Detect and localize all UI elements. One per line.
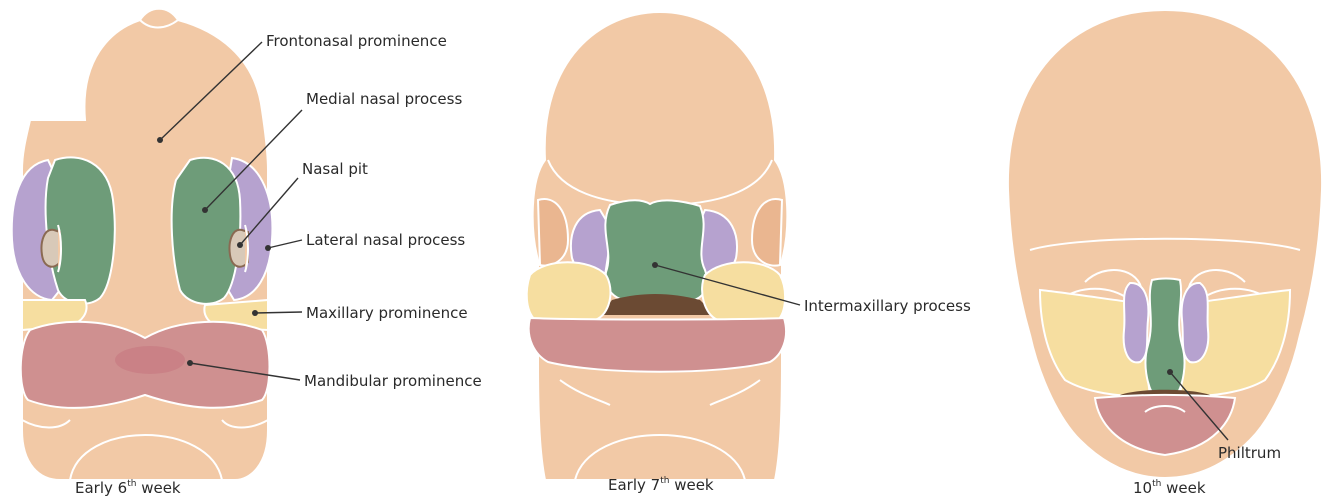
medial-nasal-process-right	[172, 158, 241, 304]
panel-early-7th-week: Early 7th week	[527, 12, 788, 494]
label-mandibular-prominence: Mandibular prominence	[304, 372, 482, 390]
nasal-pit-left	[42, 230, 61, 267]
label-maxillary-prominence: Maxillary prominence	[306, 304, 468, 322]
caption-early-7th-week: Early 7th week	[608, 476, 714, 494]
caption-early-6th-week: Early 6th week	[75, 479, 181, 497]
panel-10th-week: 10th week	[1008, 10, 1322, 497]
label-intermaxillary-process: Intermaxillary process	[804, 297, 971, 315]
maxillary-prominence-7th-right	[702, 262, 785, 320]
label-philtrum: Philtrum	[1218, 444, 1281, 462]
lateral-nasal-process-10th-left	[1124, 283, 1149, 362]
intermaxillary-process-7th	[605, 200, 707, 301]
label-medial-nasal-process: Medial nasal process	[306, 90, 462, 108]
label-frontonasal-prominence: Frontonasal prominence	[266, 32, 447, 50]
caption-10th-week: 10th week	[1133, 479, 1206, 497]
label-lateral-nasal-process: Lateral nasal process	[306, 231, 465, 249]
mandibular-prominence-7th	[529, 318, 786, 372]
panel-early-6th-week: Early 6th week	[12, 9, 273, 497]
philtrum-10th	[1145, 279, 1184, 394]
maxillary-prominence-7th-left	[527, 262, 611, 320]
lateral-nasal-process-10th-right	[1182, 283, 1209, 362]
label-nasal-pit: Nasal pit	[302, 160, 368, 178]
